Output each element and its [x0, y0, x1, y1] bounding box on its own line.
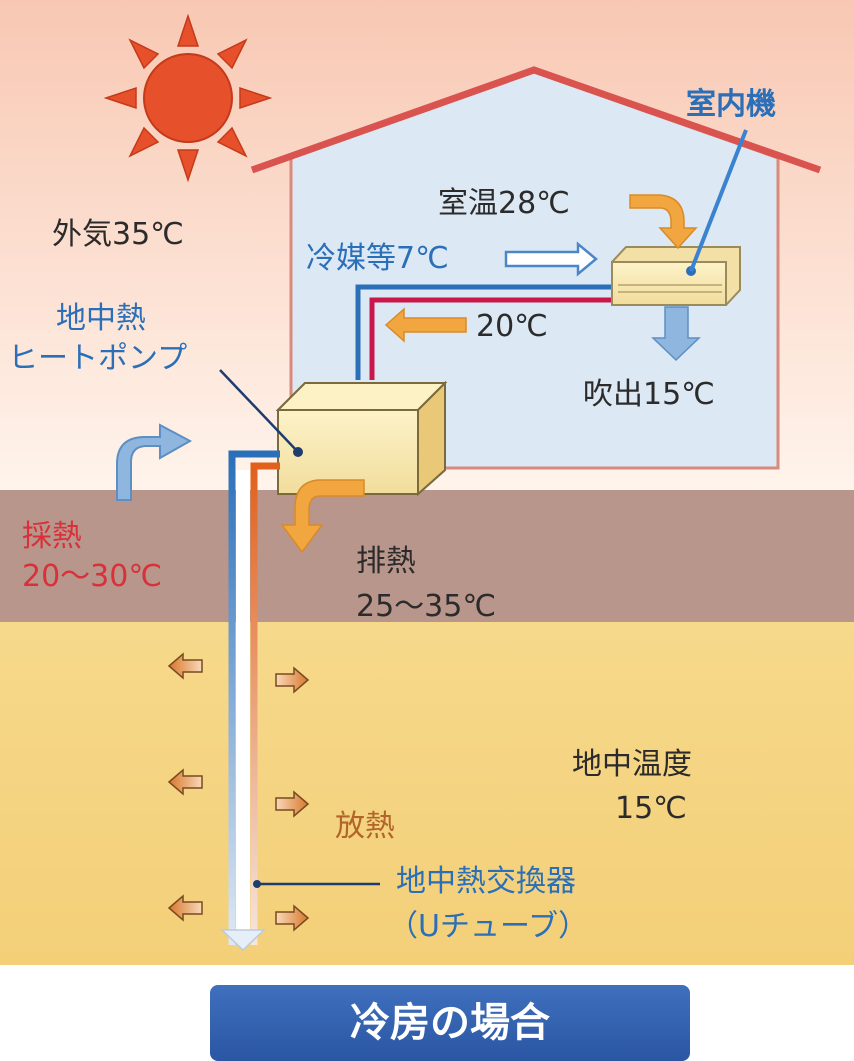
room-temp-label: 室温28℃ — [438, 186, 570, 221]
heat-pump-label-line1: 地中熱 — [56, 301, 146, 336]
heat-pump-label-line2: ヒートポンプ — [8, 341, 188, 376]
sun-icon — [103, 13, 273, 183]
indoor-unit-label: 室内機 — [686, 87, 776, 122]
surface-soil-layer — [0, 490, 854, 622]
return-flow-arrow — [384, 307, 467, 343]
refrigerant-return-line — [369, 297, 615, 380]
heat-exhaust-arrow — [280, 479, 365, 554]
refrigerant-label: 冷媒等7℃ — [306, 241, 449, 276]
caption-text: 冷房の場合 — [350, 1000, 550, 1046]
heat-pump-leader-line — [219, 369, 299, 453]
heat-pump-box-icon — [275, 380, 448, 497]
heat-exhaust-label-line1: 排熱 — [356, 544, 416, 579]
heat-collection-label-line1: 採熱 — [22, 519, 82, 554]
deep-soil-layer — [0, 622, 854, 965]
heat-collection-label-line2: 20～30℃ — [22, 559, 163, 594]
outside-air-label: 外気35℃ — [52, 217, 184, 252]
u-tube — [220, 450, 280, 952]
indoor-unit-leader-line — [689, 129, 748, 272]
room-air-arrow — [629, 194, 698, 250]
ground-temp-label-line1: 地中温度 — [572, 747, 692, 782]
return-temp-label: 20℃ — [476, 309, 548, 344]
house-roof — [250, 66, 822, 174]
outlet-air-arrow — [651, 306, 701, 362]
heat-exhaust-label-line2: 25～35℃ — [356, 589, 497, 624]
exchanger-label-line1: 地中熱交換器 — [396, 864, 576, 899]
refrigerant-flow-arrow — [504, 241, 598, 277]
heat-release-arrows — [167, 652, 310, 932]
outlet-temp-label: 吹出15℃ — [583, 377, 715, 412]
refrigerant-supply-line — [355, 284, 615, 380]
exchanger-label-line2: （Uチューブ） — [388, 909, 589, 944]
heat-collection-arrow — [116, 423, 193, 501]
ground-temp-label-line2: 15℃ — [615, 791, 687, 826]
heat-release-label: 放熱 — [335, 809, 395, 844]
indoor-unit-icon — [611, 246, 741, 306]
caption-banner: 冷房の場合 — [210, 985, 690, 1061]
